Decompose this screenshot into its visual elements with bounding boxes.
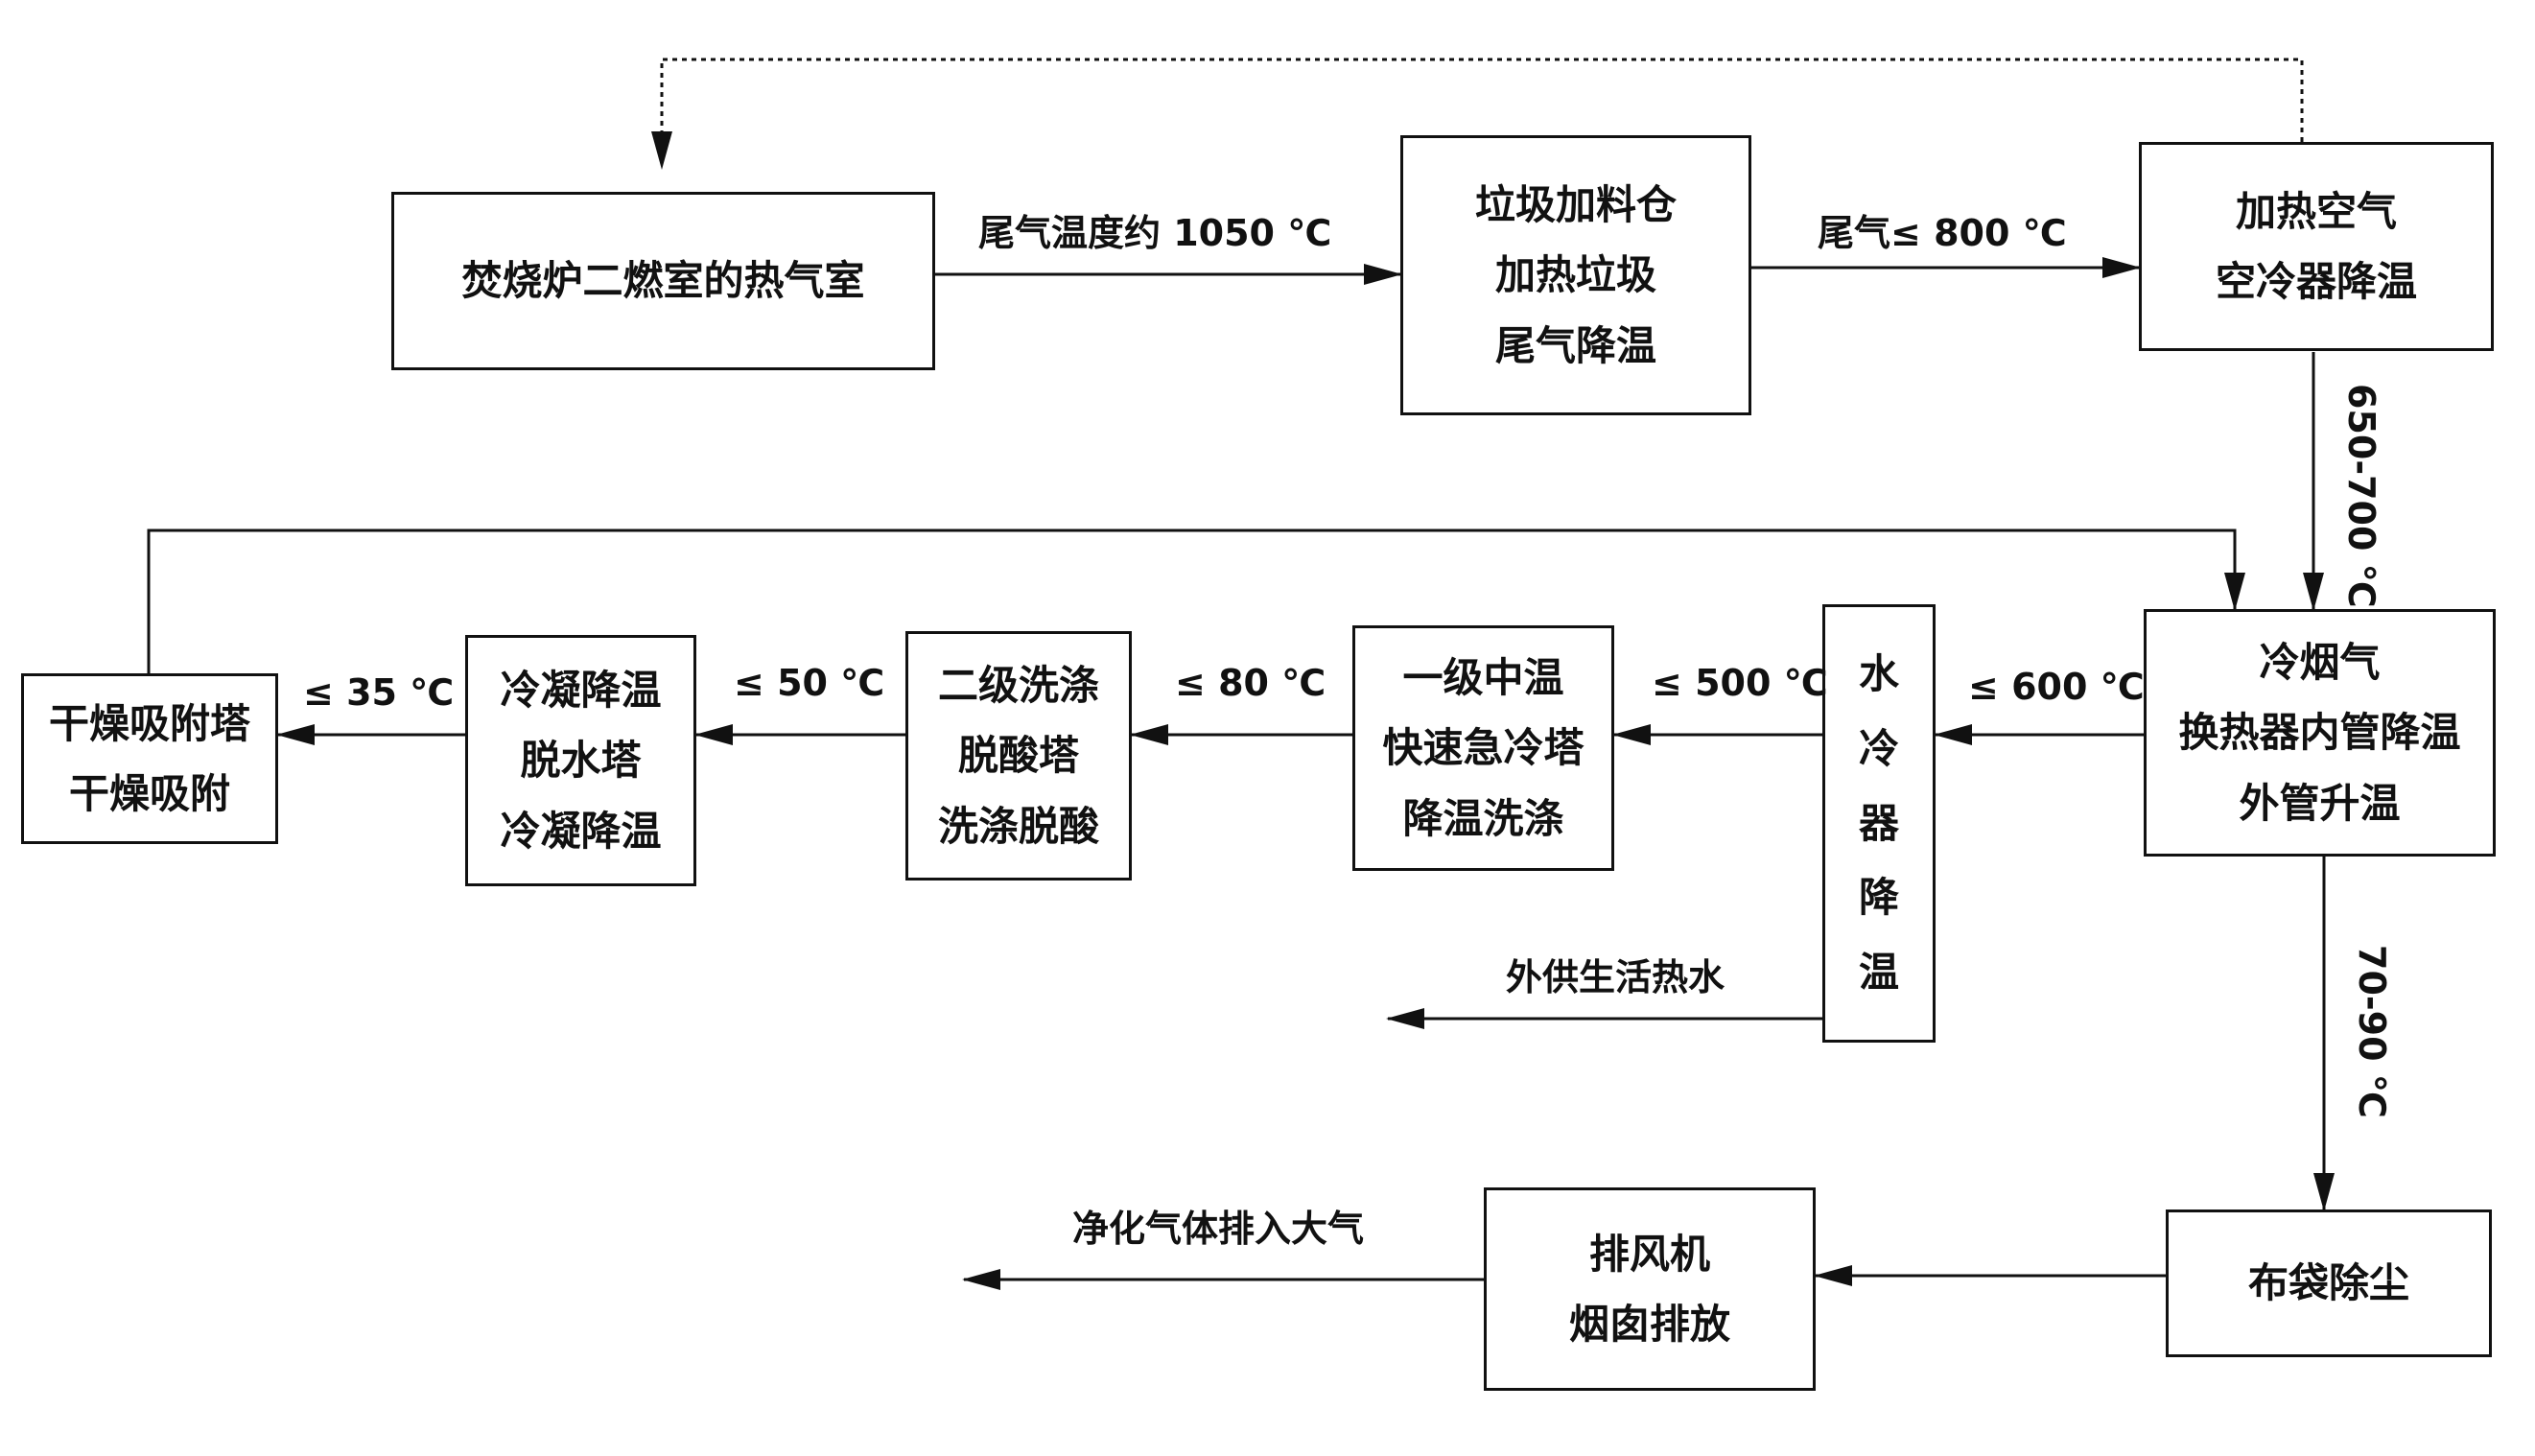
baghouse-box: 布袋除尘 xyxy=(2166,1209,2492,1357)
condense-tower-line-3: 冷凝降温 xyxy=(500,807,662,855)
label-600: ≤ 600 ℃ xyxy=(1968,666,2145,708)
label-clean-gas: 净化气体排入大气 xyxy=(1072,1208,1365,1250)
water-cooler-char-5: 温 xyxy=(1858,949,1899,997)
dry-tower-line-2: 干燥吸附 xyxy=(68,770,230,817)
dotted-return-line xyxy=(651,58,2304,170)
water-cooler-char-4: 降 xyxy=(1858,874,1899,922)
water-cooler-char-2: 冷 xyxy=(1858,724,1899,772)
heat-exchanger-line-1: 冷烟气 xyxy=(2259,638,2381,686)
incinerator-box: 焚烧炉二燃室的热气室 xyxy=(391,192,935,370)
incinerator-line-1: 焚烧炉二燃室的热气室 xyxy=(461,257,865,305)
label-650-700: 650-700 ℃ xyxy=(2340,384,2382,608)
heat-exchanger-line-2: 换热器内管降温 xyxy=(2178,709,2461,757)
acid-tower-line-1: 二级洗涤 xyxy=(937,661,1099,709)
label-70-90: 70-90 ℃ xyxy=(2351,945,2393,1118)
dry-tower-box: 干燥吸附塔 干燥吸附 xyxy=(21,673,278,844)
acid-tower-line-3: 洗涤脱酸 xyxy=(937,802,1099,850)
fan-stack-line-2: 烟囱排放 xyxy=(1568,1301,1730,1348)
quench-tower-line-1: 一级中温 xyxy=(1402,653,1564,701)
label-exhaust-800: 尾气≤ 800 ℃ xyxy=(1818,212,2067,254)
air-cooler-box: 加热空气 空冷器降温 xyxy=(2139,142,2494,351)
label-50: ≤ 50 ℃ xyxy=(734,662,885,704)
heat-exchanger-line-3: 外管升温 xyxy=(2239,779,2401,827)
acid-tower-box: 二级洗涤 脱酸塔 洗涤脱酸 xyxy=(905,631,1132,881)
label-80: ≤ 80 ℃ xyxy=(1175,662,1326,704)
fan-stack-box: 排风机 烟囱排放 xyxy=(1484,1187,1816,1391)
water-cooler-char-3: 器 xyxy=(1858,799,1899,847)
condense-tower-line-2: 脱水塔 xyxy=(520,737,642,785)
acid-tower-line-2: 脱酸塔 xyxy=(957,732,1079,780)
feed-bin-box: 垃圾加料仓 加热垃圾 尾气降温 xyxy=(1400,135,1751,415)
quench-tower-box: 一级中温 快速急冷塔 降温洗涤 xyxy=(1352,625,1614,871)
label-35: ≤ 35 ℃ xyxy=(303,671,455,714)
quench-tower-line-2: 快速急冷塔 xyxy=(1382,724,1584,772)
feed-bin-line-2: 加热垃圾 xyxy=(1494,251,1656,299)
baghouse-line-1: 布袋除尘 xyxy=(2247,1259,2409,1307)
dry-tower-line-1: 干燥吸附塔 xyxy=(48,699,250,747)
heat-exchanger-box: 冷烟气 换热器内管降温 外管升温 xyxy=(2144,609,2496,857)
condense-tower-line-1: 冷凝降温 xyxy=(500,666,662,714)
loop-dry-tower-to-exchanger xyxy=(147,528,2245,673)
water-cooler-box: 水 冷 器 降 温 xyxy=(1822,604,1936,1043)
condense-tower-box: 冷凝降温 脱水塔 冷凝降温 xyxy=(465,635,696,886)
fan-stack-line-1: 排风机 xyxy=(1588,1230,1710,1278)
water-cooler-char-1: 水 xyxy=(1858,650,1899,698)
feed-bin-line-1: 垃圾加料仓 xyxy=(1474,180,1677,228)
air-cooler-line-2: 空冷器降温 xyxy=(2215,258,2417,305)
quench-tower-line-3: 降温洗涤 xyxy=(1402,794,1564,842)
label-hot-water: 外供生活热水 xyxy=(1506,956,1725,998)
label-exhaust-1050: 尾气温度约 1050 ℃ xyxy=(978,212,1332,254)
feed-bin-line-3: 尾气降温 xyxy=(1494,321,1656,369)
air-cooler-line-1: 加热空气 xyxy=(2235,187,2397,235)
label-500: ≤ 500 ℃ xyxy=(1652,662,1828,704)
